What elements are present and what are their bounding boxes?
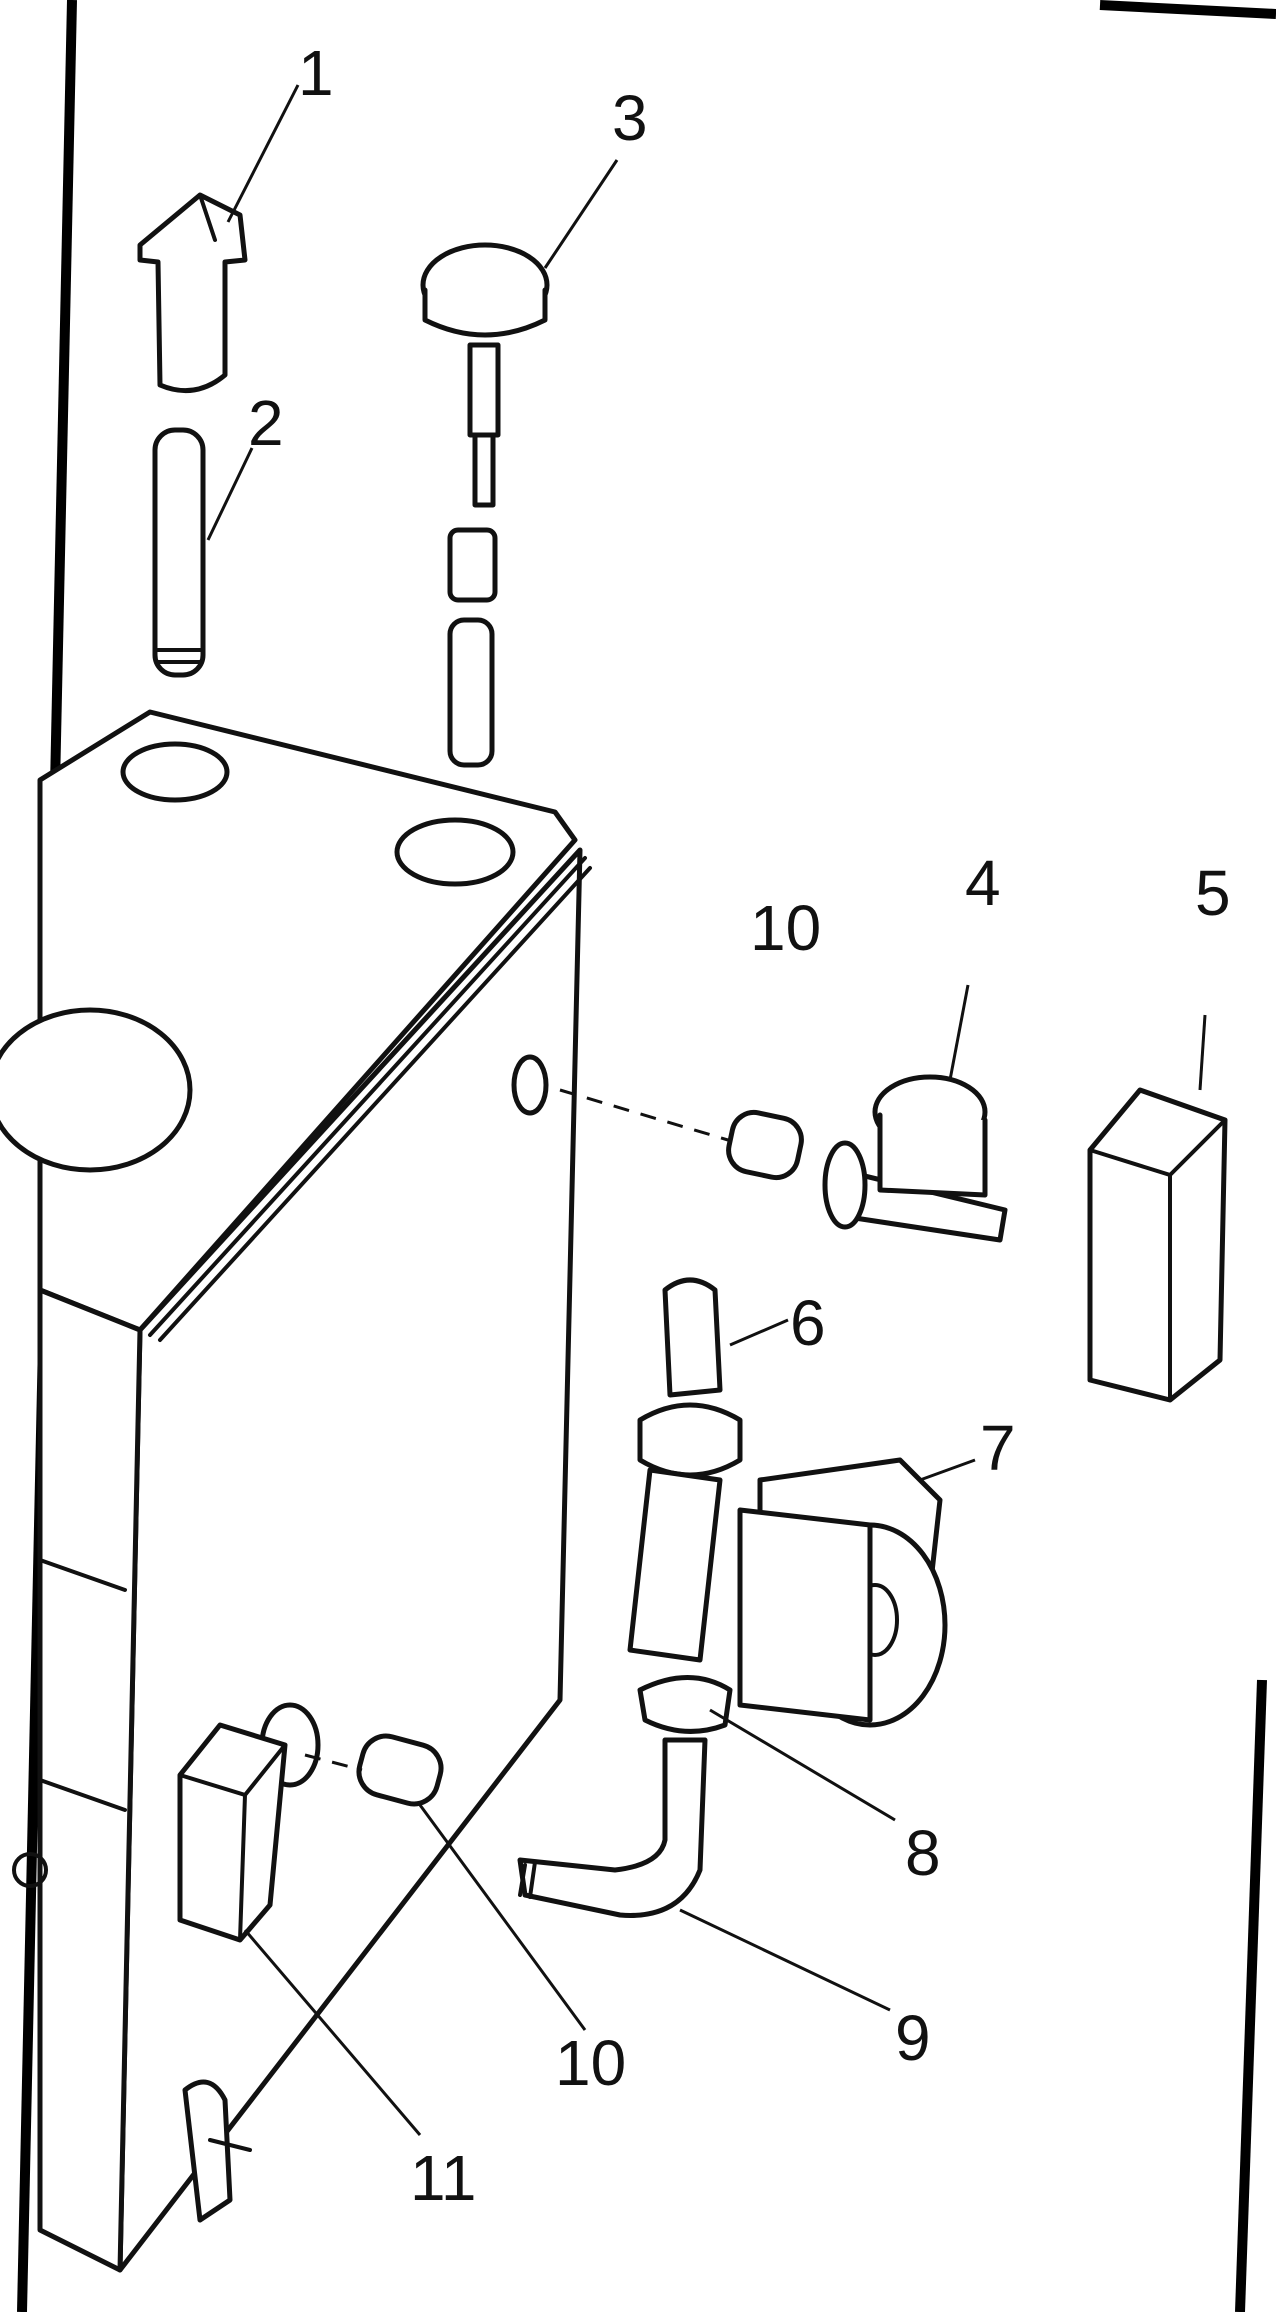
leader-lines [206, 84, 1207, 2136]
callout-2: 2 [248, 387, 284, 459]
part-2-pipe-nipple [152, 427, 206, 678]
callouts: 1 2 3 4 5 6 7 8 9 10 10 11 [248, 37, 1231, 2214]
part-11-cover-plate [177, 1722, 288, 1943]
alignment-lines [304, 1088, 729, 1772]
callout-4: 4 [965, 847, 1001, 919]
callout-11: 11 [410, 2142, 476, 2214]
part-9-elbow [517, 1737, 708, 1918]
drain-fitting [182, 2079, 233, 2223]
top-opening-left [120, 741, 230, 803]
callout-10-upper: 10 [750, 892, 821, 964]
part-10-lower-nipple [356, 1733, 444, 1807]
callout-5: 5 [1195, 857, 1231, 929]
part-7-circulator-pump [737, 1457, 948, 1728]
part-3-gauge [420, 242, 550, 768]
callout-6: 6 [790, 1287, 826, 1359]
side-port-upper [511, 1054, 549, 1116]
callout-7: 7 [980, 1412, 1016, 1484]
part-5-control-box [1087, 1087, 1228, 1403]
callout-1: 1 [298, 37, 334, 109]
callout-3: 3 [612, 82, 648, 154]
boiler-body [0, 709, 592, 2273]
part-8-flange [637, 1675, 733, 1734]
part-4-tee-fitting [822, 1074, 1008, 1243]
callout-10-lower: 10 [555, 2027, 626, 2099]
flue-opening [0, 1007, 193, 1173]
callout-8: 8 [905, 1817, 941, 1889]
part-1-valve-cap [137, 192, 248, 394]
part-10-upper-nipple [726, 1109, 804, 1181]
top-opening-right [394, 817, 516, 887]
callout-9: 9 [895, 2002, 931, 2074]
part-6-pipe-union [627, 1277, 743, 1663]
